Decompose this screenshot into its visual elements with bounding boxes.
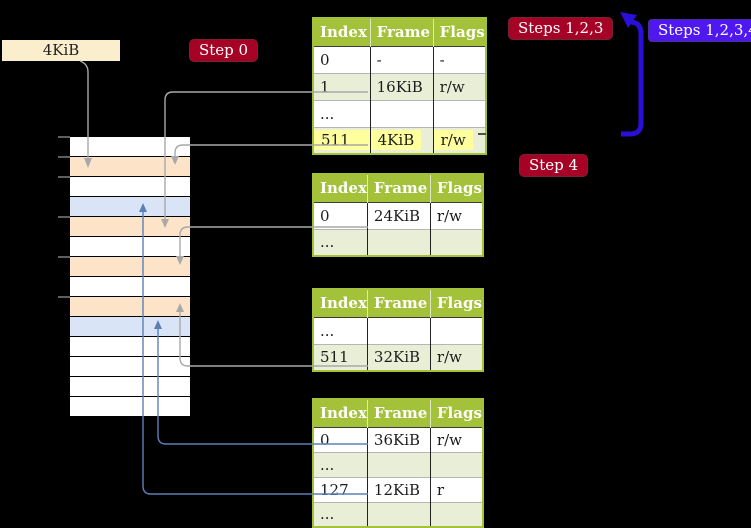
col-header-frame: Frame — [366, 174, 431, 202]
table-row: 127 12KiB r — [313, 476, 483, 502]
cell-frame — [366, 501, 431, 527]
page-table-step3: Index Frame Flags 0 36KiB r/w ... 127 12… — [312, 398, 484, 528]
table-row: ... — [313, 501, 483, 527]
cell-index: ... — [313, 228, 368, 256]
cell-index: ... — [313, 316, 368, 344]
cell-frame — [366, 228, 431, 256]
table-row: 1 16KiB r/w — [313, 72, 486, 100]
cell-frame: 12KiB — [366, 476, 431, 502]
cell-index: ... — [313, 99, 371, 127]
cell-flags — [429, 501, 483, 527]
table-row: ... — [313, 99, 486, 127]
cell-index: ... — [313, 501, 368, 527]
highlighted-value: 4KiB — [371, 130, 422, 151]
cell-frame: 36KiB — [366, 426, 431, 452]
memory-row-page-table — [70, 297, 190, 317]
cell-flags: r/w — [429, 343, 483, 371]
cell-flags: r — [429, 476, 483, 502]
memory-address-tick-marks — [58, 136, 70, 298]
memory-row-frame — [70, 337, 190, 357]
cell-flags — [432, 99, 486, 127]
steps123-label: Steps 1,2,3 — [509, 18, 613, 39]
recursive-loop-arrow — [620, 12, 644, 137]
memory-row-page-table — [70, 257, 190, 277]
memory-row-frame — [70, 377, 190, 397]
col-header-index: Index — [313, 174, 368, 202]
memory-row-mapped-page — [70, 197, 190, 217]
col-header-index: Index — [313, 289, 368, 317]
memory-row-frame — [70, 177, 190, 197]
cell-index: 0 — [313, 45, 371, 73]
step4-label: Step 4 — [520, 155, 588, 176]
cell-flags: r/w — [429, 426, 483, 452]
memory-row-frame — [70, 237, 190, 257]
cell-index: 0 — [313, 201, 368, 229]
table-row: 0 36KiB r/w — [313, 426, 483, 452]
page-table-step1: Index Frame Flags 0 24KiB r/w ... — [312, 173, 484, 257]
cell-flags: r/w — [432, 126, 486, 154]
col-header-index: Index — [313, 18, 371, 46]
page-table-step2: Index Frame Flags ... 511 32KiB r/w — [312, 288, 484, 372]
col-header-frame: Frame — [366, 399, 431, 427]
header-row: Index Frame Flags — [313, 289, 483, 317]
cell-frame: - — [369, 45, 434, 73]
cell-index: 0 — [313, 426, 368, 452]
table-row: 0 - - — [313, 45, 486, 73]
cell-flags: - — [432, 45, 486, 73]
memory-row-frame — [70, 397, 190, 417]
physical-memory-stack — [70, 137, 190, 417]
frame-size-label: 4KiB — [2, 40, 120, 61]
highlighted-value: r/w — [434, 130, 473, 151]
table-row: ... — [313, 228, 483, 256]
cell-frame: 16KiB — [369, 72, 434, 100]
highlighted-value: 511 — [314, 130, 370, 151]
page-table-step0: Index Frame Flags 0 - - 1 16KiB r/w ... … — [312, 17, 487, 155]
cell-index: 127 — [313, 476, 368, 502]
col-header-frame: Frame — [369, 18, 434, 46]
cell-index: 511 — [313, 126, 371, 154]
cell-flags: r/w — [432, 72, 486, 100]
cell-index: 1 — [313, 72, 371, 100]
col-header-frame: Frame — [366, 289, 431, 317]
table-row-recursive-entry: 511 4KiB r/w — [313, 126, 486, 154]
cell-flags — [429, 451, 483, 477]
header-row: Index Frame Flags — [313, 399, 483, 427]
table-row: 0 24KiB r/w — [313, 201, 483, 229]
header-row: Index Frame Flags — [313, 18, 486, 46]
cell-frame — [366, 316, 431, 344]
col-header-flags: Flags — [429, 174, 483, 202]
col-header-index: Index — [313, 399, 368, 427]
memory-row-mapped-page — [70, 317, 190, 337]
memory-row-frame — [70, 277, 190, 297]
memory-row-page-table — [70, 157, 190, 177]
cell-frame — [366, 451, 431, 477]
memory-row-frame — [70, 357, 190, 377]
table-row: ... — [313, 316, 483, 344]
cell-frame — [369, 99, 434, 127]
memory-row-page-table — [70, 217, 190, 237]
steps1234-label: Steps 1,2,3,4 — [649, 20, 751, 41]
cell-frame: 4KiB — [369, 126, 434, 154]
step0-label: Step 0 — [190, 40, 258, 61]
cell-flags — [429, 316, 483, 344]
table-row: 511 32KiB r/w — [313, 343, 483, 371]
cell-index: ... — [313, 451, 368, 477]
col-header-flags: Flags — [429, 399, 483, 427]
col-header-flags: Flags — [429, 289, 483, 317]
cell-index: 511 — [313, 343, 368, 371]
memory-row-frame — [70, 137, 190, 157]
cell-frame: 24KiB — [366, 201, 431, 229]
cell-flags — [429, 228, 483, 256]
table-row: ... — [313, 451, 483, 477]
cell-flags: r/w — [429, 201, 483, 229]
header-row: Index Frame Flags — [313, 174, 483, 202]
cell-frame: 32KiB — [366, 343, 431, 371]
col-header-flags: Flags — [432, 18, 486, 46]
